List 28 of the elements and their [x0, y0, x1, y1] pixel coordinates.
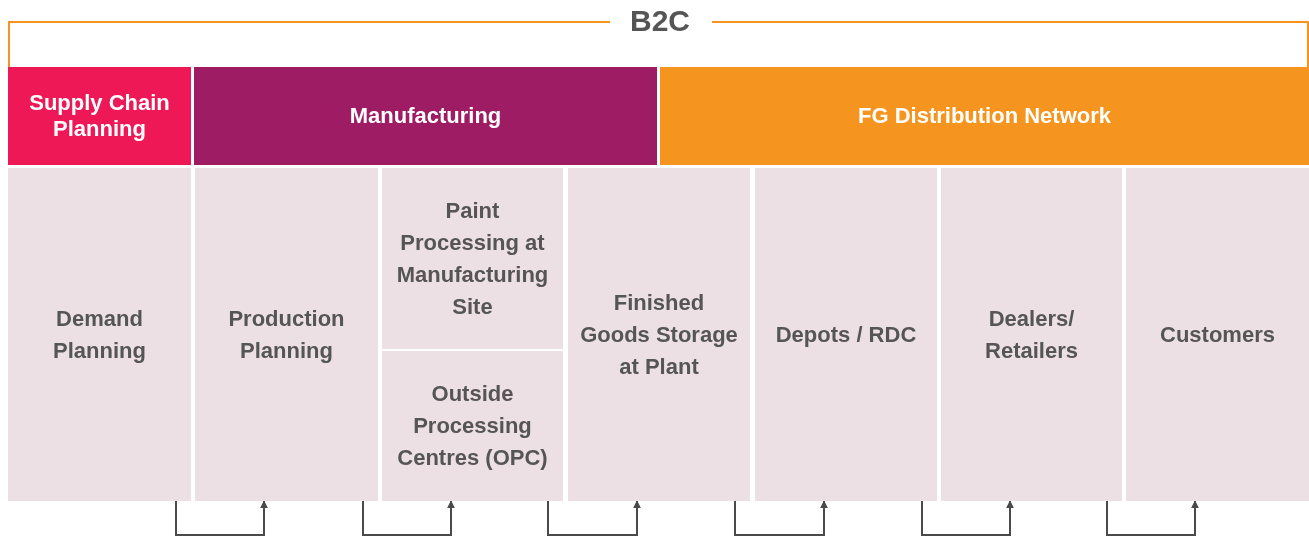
- arrow: [734, 500, 828, 536]
- arrow: [362, 500, 455, 536]
- stage-label: Paint Processing at Manufacturing Site: [395, 196, 550, 321]
- arrow: [547, 500, 641, 536]
- header-band: [194, 67, 657, 165]
- header-band: [660, 67, 1309, 165]
- stage-label: Production Planning: [227, 304, 346, 365]
- stage-label: Supply Chain Planning: [28, 90, 171, 142]
- stage-box: [195, 168, 378, 501]
- stage-box: [382, 168, 563, 349]
- stage-box: [382, 351, 563, 501]
- stage-box: [1126, 168, 1309, 501]
- stage-label: Customers: [1160, 320, 1275, 349]
- header-band: [8, 67, 191, 165]
- stage-label: FG Distribution Network: [858, 103, 1111, 129]
- stage-box: [941, 168, 1122, 501]
- arrow: [921, 500, 1014, 536]
- stage-box: [8, 168, 191, 501]
- arrow: [175, 500, 268, 536]
- stage-label: Depots / RDC: [775, 320, 917, 349]
- stage-label: Outside Processing Centres (OPC): [396, 380, 549, 472]
- stage-box: [755, 168, 937, 501]
- stage-label: Manufacturing: [349, 103, 502, 129]
- stage-label: Finished Goods Storage at Plant: [579, 288, 739, 381]
- stage-label: Dealers/ Retailers: [984, 304, 1079, 365]
- arrow: [1106, 500, 1199, 536]
- stage-label: Demand Planning: [52, 304, 147, 365]
- stage-box: [568, 168, 750, 501]
